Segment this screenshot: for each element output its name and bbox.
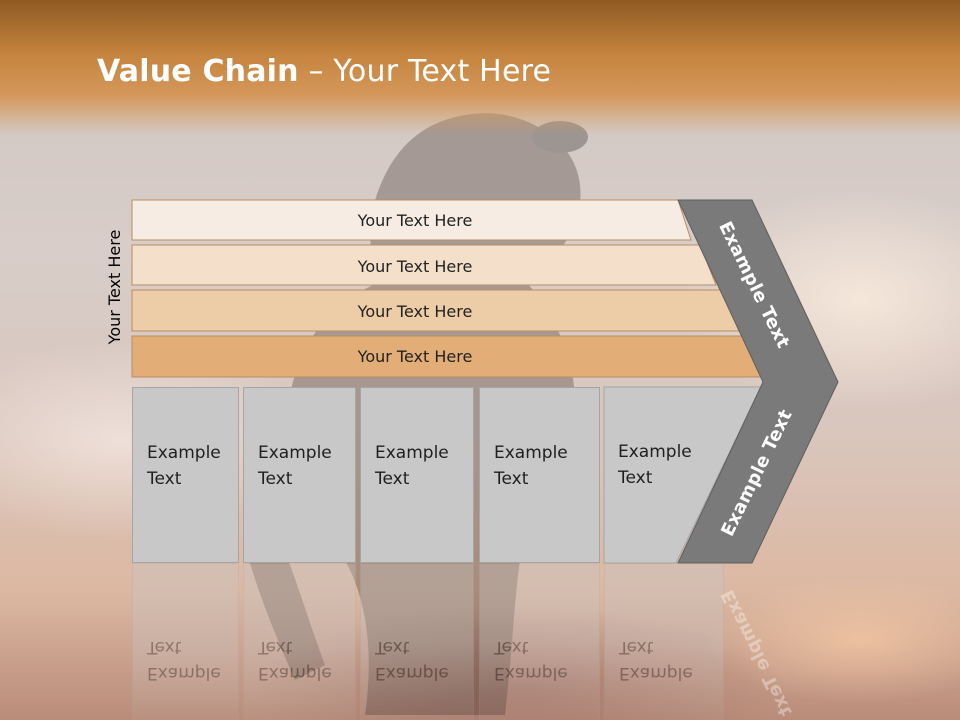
column-box-1-line2: Text (147, 469, 182, 489)
column-box-2-line1: Example (258, 443, 332, 463)
column-box-3-line1: Example (375, 443, 449, 463)
row-bar-2-label: Your Text Here (357, 256, 473, 276)
reflection-box-2: Example Text (243, 563, 356, 720)
reflection-box-2-line2: Text (258, 637, 293, 657)
column-box-5-line2: Text (618, 468, 653, 488)
title-bold: Value Chain (97, 54, 299, 89)
reflection-box-5-line1: Example (619, 663, 693, 683)
column-box-4-line1: Example (494, 443, 568, 463)
column-box-5-line1: Example (618, 442, 692, 462)
title-bar (0, 0, 960, 135)
page-title: Value Chain – Your Text Here (97, 54, 551, 89)
row-bar-4-label: Your Text Here (357, 346, 473, 366)
column-box-4-line2: Text (494, 469, 529, 489)
reflection-box-4-line1: Example (494, 663, 568, 683)
reflection-box-1-line2: Text (147, 637, 182, 657)
column-box-1-line1: Example (147, 443, 221, 463)
reflection-box-3-line2: Text (375, 637, 410, 657)
row-bar-2-shape (131, 244, 717, 286)
reflection-box-3-line1: Example (375, 663, 449, 683)
column-box-2: Example Text (243, 387, 356, 563)
column-box-5: Example Text (604, 387, 724, 563)
reflection: Example Text Example Text Example Text E… (0, 563, 960, 720)
row-bar-2: Your Text Here (132, 246, 698, 286)
column-box-3: Example Text (360, 387, 474, 563)
chevron-arrow-shape (677, 199, 839, 564)
column-box-1: Example Text (132, 387, 239, 563)
reflection-box-4-line2: Text (494, 637, 529, 657)
reflection-box-3: Example Text (360, 563, 474, 720)
column-box-2-line2: Text (258, 469, 293, 489)
reflection-box-1-line1: Example (147, 663, 221, 683)
reflection-box-4: Example Text (479, 563, 600, 720)
reflection-box-2-line1: Example (258, 663, 332, 683)
row-bar-4: Your Text Here (132, 336, 698, 376)
reflection-box-5-line2: Text (619, 637, 654, 657)
reflection-box-1: Example Text (132, 563, 239, 720)
reflection-chevron-text: Example Text (717, 586, 797, 720)
row-bar-3-label: Your Text Here (357, 301, 473, 321)
row-bar-1: Your Text Here (132, 200, 698, 240)
row-bar-1-label: Your Text Here (357, 210, 473, 230)
row-bar-3: Your Text Here (132, 291, 698, 331)
column-box-3-line2: Text (375, 469, 410, 489)
column-box-4: Example Text (479, 387, 600, 563)
column-box-5-shape (603, 386, 762, 564)
reflection-content: Example Text Example Text Example Text E… (0, 563, 960, 720)
reflection-box-5: Example Text (604, 563, 724, 720)
title-rest: – Your Text Here (298, 54, 552, 89)
row-bar-1-shape (131, 199, 692, 241)
